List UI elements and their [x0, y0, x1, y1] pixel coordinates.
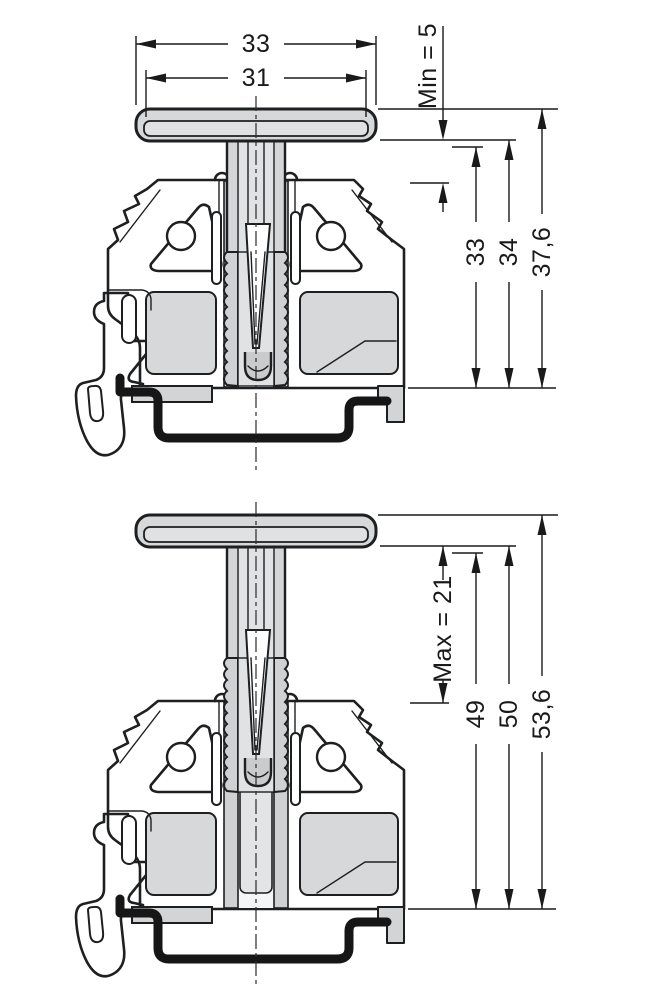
dim-height-50: 50 — [495, 546, 523, 909]
dim-label: 37,6 — [528, 227, 556, 278]
dim-label: 53,6 — [528, 689, 556, 740]
view-retracted: 33 31 Min = 5 — [76, 23, 558, 472]
dim-height-53-6: 53,6 — [528, 515, 556, 909]
dim-width-31: 31 — [145, 64, 367, 117]
dim-height-37-6: 37,6 — [528, 109, 556, 388]
dim-label: Min = 5 — [414, 23, 442, 109]
dim-label: 50 — [495, 700, 523, 729]
dim-travel-max: Max = 21 — [429, 546, 457, 703]
dim-label: 33 — [242, 30, 271, 58]
view-extended: Max = 21 49 50 53,6 — [76, 502, 558, 986]
dim-travel-min: Min = 5 — [414, 23, 448, 212]
dim-label: 34 — [495, 238, 523, 267]
dim-label: 33 — [462, 238, 490, 267]
dim-width-33: 33 — [135, 30, 377, 105]
dim-height-34: 34 — [495, 140, 523, 388]
dim-label: 31 — [242, 64, 271, 92]
dim-height-49: 49 — [462, 553, 490, 909]
dim-label: Max = 21 — [429, 575, 457, 683]
dim-height-33: 33 — [462, 147, 490, 388]
dim-label: 49 — [462, 700, 490, 729]
